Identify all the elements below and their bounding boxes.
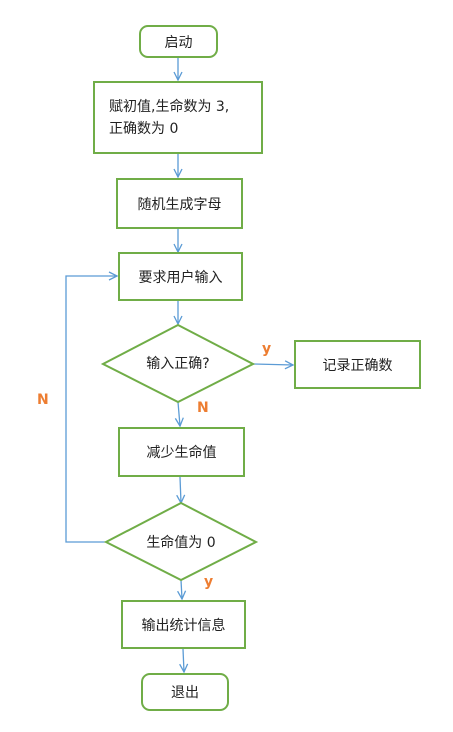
ask-input-label: 要求用户输入 — [138, 269, 223, 286]
ask-input-node: 要求用户输入 — [118, 252, 243, 301]
init-label-line1: 赋初值,生命数为 3, — [109, 98, 230, 115]
arrow-output-to-exit — [183, 648, 184, 672]
branch-label-life-yes: y — [204, 574, 214, 590]
exit-label: 退出 — [171, 685, 199, 701]
init-label-line2: 正确数为 0 — [109, 120, 179, 137]
output-stats-node: 输出统计信息 — [121, 600, 246, 649]
branch-label-correct-no: N — [197, 400, 209, 416]
branch-label-life-no: N — [37, 392, 49, 408]
start-node: 启动 — [139, 25, 218, 58]
arrow-check-to-record — [252, 364, 293, 365]
record-correct-label: 记录正确数 — [322, 357, 393, 374]
branch-label-correct-yes: y — [262, 341, 272, 357]
decrease-life-node: 减少生命值 — [118, 427, 245, 477]
arrow-lifecheck-to-output — [181, 579, 182, 599]
decision-life-zero-shape — [103, 501, 259, 582]
output-stats-label: 输出统计信息 — [141, 617, 226, 634]
loop-lifecheck-to-ask — [65, 276, 117, 543]
random-letter-label: 随机生成字母 — [137, 196, 222, 213]
check-correct-label: 输入正确? — [146, 356, 210, 372]
arrow-decrease-to-lifecheck — [180, 476, 181, 503]
init-node: 赋初值,生命数为 3, 正确数为 0 — [93, 81, 263, 154]
start-label: 启动 — [164, 34, 193, 51]
life-zero-label: 生命值为 0 — [146, 535, 216, 551]
random-letter-node: 随机生成字母 — [116, 178, 243, 229]
decrease-life-label: 减少生命值 — [146, 445, 217, 461]
decision-check-correct-shape — [100, 323, 256, 404]
record-correct-node: 记录正确数 — [294, 340, 421, 389]
exit-node: 退出 — [141, 673, 229, 711]
arrow-check-to-decrease — [178, 401, 180, 426]
